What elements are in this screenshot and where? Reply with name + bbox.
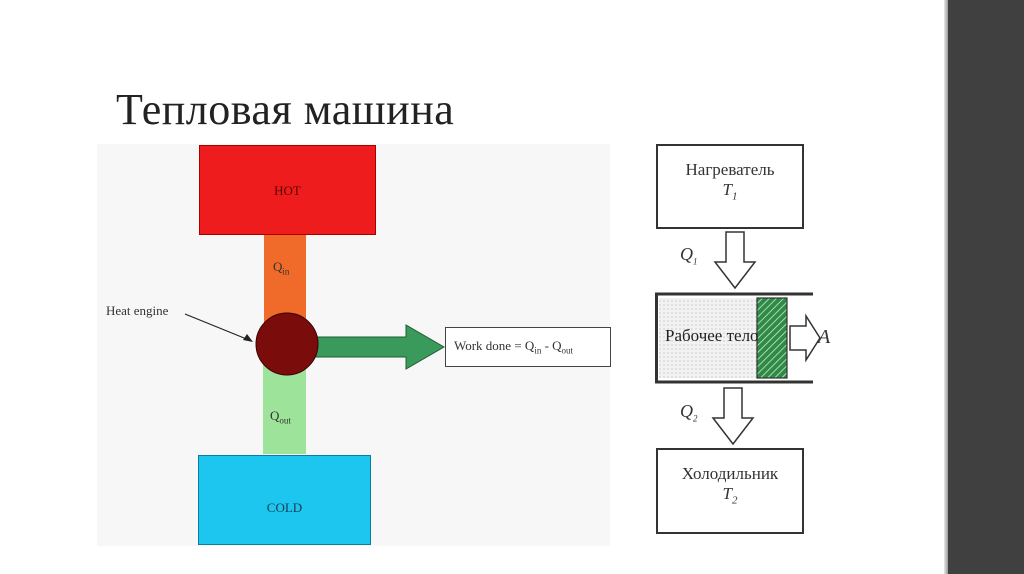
q-in-label: Qin [273,259,290,277]
heater-box: Нагреватель T1 [656,144,804,229]
heater-temperature: T1 [722,180,738,203]
q2-arrow [711,387,755,446]
heater-label: Нагреватель [685,160,775,179]
hot-label: HOT [274,183,301,198]
q-out-label: Qout [270,408,291,426]
slide-edge-shade [944,0,948,574]
hot-reservoir: HOT [199,145,376,235]
work-output-arrow [789,313,821,363]
heat-engine-diagram: HOT Qin Qout COLD Heat engine Work done … [97,144,611,546]
engine-pointer-arrow [184,313,253,342]
cooler-label: Холодильник [681,464,779,483]
slide-side-bar [948,0,1024,574]
working-body: Рабочее тело [655,292,813,384]
heat-engine-label: Heat engine [106,303,169,318]
work-done-label: Work done = Qin - Qout [454,338,574,356]
slide-title: Тепловая машина [116,85,455,134]
cold-label: COLD [266,500,303,515]
q1-arrow [713,231,757,290]
cold-reservoir: COLD [198,455,371,545]
heat-engine-circle [255,312,319,376]
work-output-label: A [818,326,831,348]
cooler-temperature: T2 [722,484,738,507]
q2-label: Q2 [680,401,698,424]
working-body-label: Рабочее тело [665,326,759,345]
q-out-flow: Qout [263,362,306,454]
cooler-box: Холодильник T2 [656,448,804,534]
work-arrow [315,324,445,370]
work-done-box: Work done = Qin - Qout [445,327,611,367]
q-in-flow: Qin [264,235,306,323]
q1-label: Q1 [680,244,698,267]
